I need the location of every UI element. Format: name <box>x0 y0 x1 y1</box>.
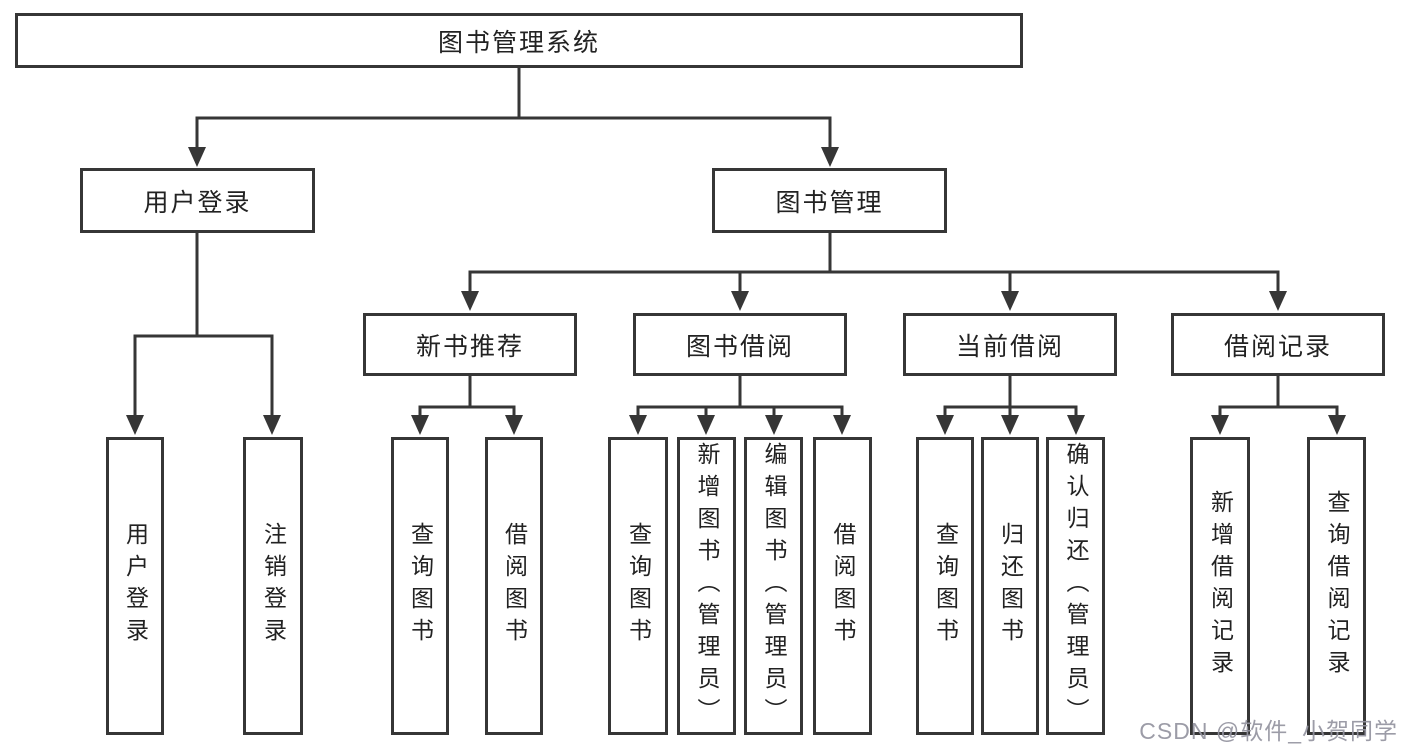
node-current-borrowing-label: 当前借阅 <box>955 332 1064 361</box>
leaf-confirm-return-admin: 确认归还（管理员） <box>1046 437 1105 735</box>
leaf-add-books-admin: 新增图书（管理员） <box>677 437 736 735</box>
node-new-book-recommend: 新书推荐 <box>363 313 577 376</box>
leaf-edit-books-admin: 编辑图书（管理员） <box>744 437 803 735</box>
leaf-query-books-recommend: 查询图书 <box>391 437 449 735</box>
node-borrow-records-label: 借阅记录 <box>1223 332 1332 361</box>
leaf-add-borrow-record: 新增借阅记录 <box>1190 437 1250 735</box>
leaf-return-books: 归还图书 <box>981 437 1039 735</box>
node-book-borrowing: 图书借阅 <box>633 313 847 376</box>
node-root-label: 图书管理系统 <box>437 28 600 57</box>
leaf-borrow-books: 借阅图书 <box>813 437 872 735</box>
node-book-borrowing-label: 图书借阅 <box>685 332 794 361</box>
arrowheads <box>126 147 1346 435</box>
node-root: 图书管理系统 <box>15 13 1023 68</box>
node-user-login: 用户登录 <box>80 168 315 233</box>
leaf-borrow-books-recommend: 借阅图书 <box>485 437 543 735</box>
node-book-management: 图书管理 <box>712 168 947 233</box>
leaf-query-books-current: 查询图书 <box>916 437 974 735</box>
csdn-watermark: CSDN @软件_小贺同学 <box>1139 718 1398 744</box>
node-book-management-label: 图书管理 <box>775 188 884 217</box>
leaf-query-books-borrowing: 查询图书 <box>608 437 668 735</box>
node-user-login-label: 用户登录 <box>143 188 252 217</box>
node-current-borrowing: 当前借阅 <box>903 313 1117 376</box>
connector-stems <box>195 66 1280 409</box>
leaf-user-login: 用户登录 <box>106 437 164 735</box>
node-new-book-recommend-label: 新书推荐 <box>415 332 524 361</box>
leaf-query-borrow-record: 查询借阅记录 <box>1307 437 1366 735</box>
connector-arrow-stems <box>133 116 1339 418</box>
node-borrow-records: 借阅记录 <box>1171 313 1385 376</box>
leaf-logout: 注销登录 <box>243 437 303 735</box>
